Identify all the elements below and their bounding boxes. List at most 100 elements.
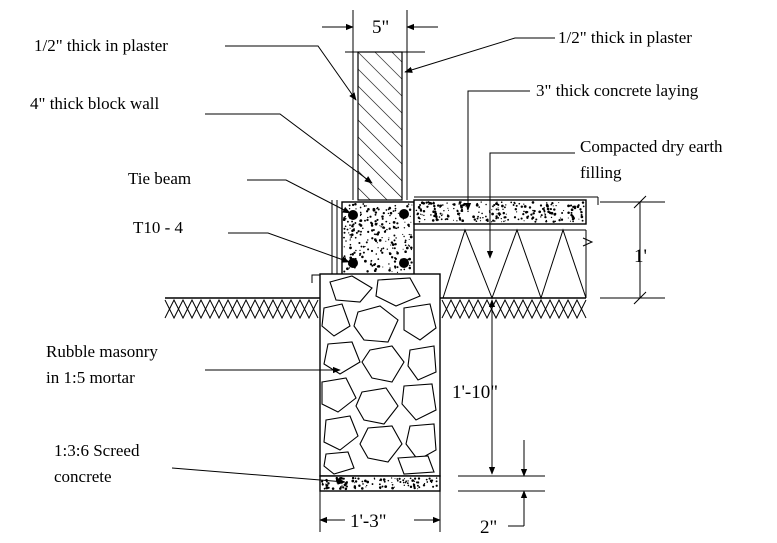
speckle — [369, 263, 373, 266]
speckle — [397, 226, 400, 229]
speckle — [364, 245, 366, 248]
speckle — [410, 261, 413, 264]
speckle — [351, 203, 355, 207]
speckle — [348, 267, 351, 269]
speckle — [481, 212, 483, 215]
rubble-stone — [407, 345, 437, 381]
speckle — [570, 208, 574, 212]
speckle — [406, 482, 409, 485]
speckle — [424, 218, 426, 221]
speckle — [405, 246, 409, 250]
speckle — [391, 271, 393, 273]
speckle — [581, 201, 585, 204]
speckle — [406, 205, 409, 208]
speckle — [442, 204, 444, 206]
speckle — [407, 484, 410, 487]
speckle — [497, 203, 500, 206]
speckle — [491, 212, 494, 216]
speckle — [345, 481, 348, 484]
speckle — [428, 477, 431, 480]
speckle — [531, 201, 534, 204]
speckle — [570, 204, 573, 207]
speckle — [399, 480, 402, 484]
speckle — [394, 204, 397, 207]
speckle — [384, 485, 388, 488]
label-plaster-left: 1/2" thick in plaster — [34, 36, 357, 101]
speckle — [458, 215, 460, 217]
speckle — [436, 219, 438, 222]
speckle — [373, 478, 376, 480]
speckle — [360, 213, 362, 216]
speckle — [532, 212, 535, 215]
speckle — [553, 213, 557, 216]
speckle — [403, 227, 406, 229]
speckle — [410, 246, 413, 250]
speckle — [423, 214, 425, 217]
speckle — [394, 217, 397, 220]
speckle — [490, 221, 493, 223]
speckle — [349, 239, 351, 241]
speckle — [349, 234, 352, 236]
speckle — [359, 220, 361, 222]
speckle — [523, 203, 525, 205]
speckle — [493, 220, 496, 222]
speckle — [552, 220, 555, 223]
speckle — [567, 204, 570, 208]
speckle — [433, 207, 436, 211]
speckle — [353, 228, 355, 230]
speckle — [408, 208, 412, 211]
speckle — [396, 266, 399, 269]
label-tie-beam: Tie beam — [128, 169, 351, 214]
speckle — [434, 213, 437, 216]
speckle — [413, 480, 416, 482]
speckle — [514, 208, 517, 211]
speckle — [382, 478, 386, 481]
footing-width-dimension: 1'-3" — [319, 491, 441, 532]
speckle — [475, 220, 478, 223]
speckle — [497, 217, 500, 219]
speckle — [336, 481, 339, 484]
speckle — [479, 217, 482, 219]
rubble-stone — [329, 275, 373, 303]
speckle — [389, 267, 391, 269]
speckle — [387, 239, 390, 241]
speckle — [504, 220, 506, 222]
speckle — [374, 267, 378, 271]
speckle — [345, 217, 347, 220]
speckle — [396, 478, 399, 480]
speckle — [377, 247, 379, 249]
speckle — [532, 209, 534, 212]
speckle — [523, 210, 525, 213]
speckle — [479, 220, 482, 222]
svg-text:4" thick block wall: 4" thick block wall — [30, 94, 159, 113]
speckle — [388, 206, 392, 210]
speckle — [385, 240, 387, 242]
speckle — [550, 216, 553, 219]
speckle — [349, 246, 352, 250]
speckle — [453, 219, 454, 221]
speckle — [432, 202, 435, 205]
speckle — [367, 216, 369, 219]
speckle — [460, 209, 463, 213]
speckle — [343, 270, 346, 273]
speckle — [411, 479, 415, 482]
speckle — [501, 204, 504, 208]
speckle — [362, 251, 365, 254]
speckle — [350, 236, 353, 238]
speckle — [391, 486, 394, 490]
svg-text:1:3:6 Screed: 1:3:6 Screed — [54, 441, 140, 460]
speckle — [381, 236, 383, 239]
speckle — [392, 225, 396, 229]
speckle — [526, 216, 529, 219]
speckle — [408, 233, 410, 236]
speckle — [417, 477, 421, 480]
speckle — [364, 259, 367, 263]
speckle — [465, 205, 467, 207]
speckle — [497, 207, 499, 209]
speckle — [549, 208, 552, 211]
speckle — [355, 231, 358, 234]
speckle — [559, 217, 561, 219]
speckle — [503, 220, 505, 223]
speckle — [522, 213, 525, 216]
speckle — [459, 203, 461, 205]
